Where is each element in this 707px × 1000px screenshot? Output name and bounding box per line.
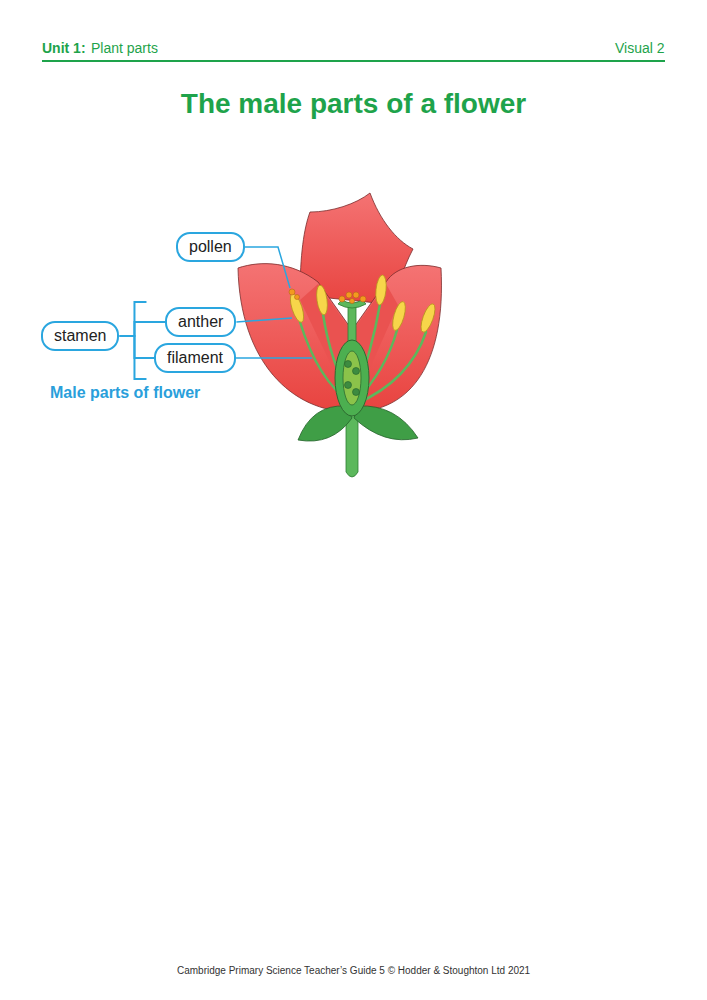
part-label-box: filament (154, 343, 236, 373)
leader-line (245, 247, 290, 288)
part-label-box: anther (165, 307, 236, 337)
unit-title: Plant parts (91, 40, 158, 56)
stigma-pollen (339, 292, 366, 304)
anthers (288, 275, 438, 334)
leader-line (236, 357, 312, 359)
part-name: pollen (189, 238, 232, 255)
style (348, 306, 356, 344)
ovary-chamber (343, 351, 361, 405)
visual-number: Visual 2 (615, 40, 665, 56)
bracket-end (134, 302, 146, 379)
header-rule (42, 60, 665, 62)
part-name: anther (178, 313, 223, 330)
footer-credit: Cambridge Primary Science Teacher’s Guid… (177, 965, 530, 976)
ovary (335, 340, 369, 416)
group-label-box: stamen (41, 321, 119, 351)
unit-number: Unit 1: (42, 40, 86, 56)
sepal (354, 406, 418, 440)
part-name: filament (167, 349, 223, 366)
pollen-grains (289, 289, 300, 300)
bracket-connector (119, 322, 165, 336)
leader-line (236, 318, 292, 322)
page-title: The male parts of a flower (0, 88, 707, 120)
part-name: stamen (54, 327, 106, 344)
bracket-connector (119, 336, 154, 358)
ovules (345, 361, 360, 396)
part-label-box: pollen (176, 232, 245, 262)
group-caption: Male parts of flower (50, 384, 200, 402)
